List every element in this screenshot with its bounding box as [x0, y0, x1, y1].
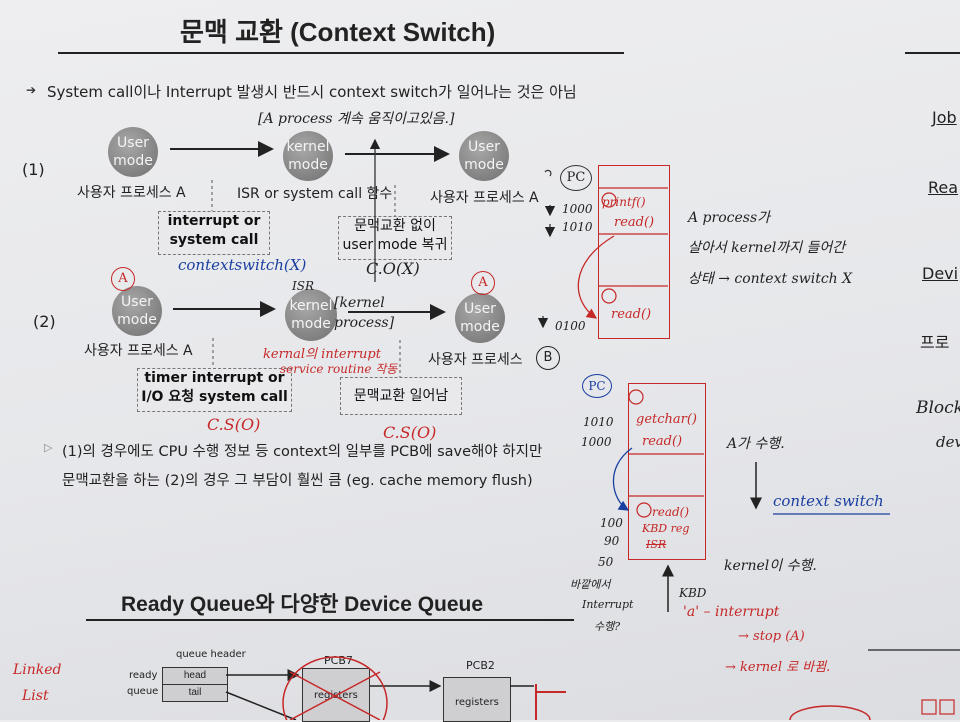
hw-stack2-kbd: KBD reg [642, 522, 690, 535]
hw-co-x: C.O(X) [366, 259, 420, 278]
hw-pc1-v3: 0100 [555, 319, 586, 333]
bullet-arrow: ➔ [26, 83, 37, 97]
hw-stack2-jump [612, 447, 633, 511]
hw-linked-1: Linked [13, 662, 62, 678]
case2-box-timer: timer interrupt or I/O 요청 system call [137, 368, 292, 412]
hw-a-note-2: 살아서 kernel까지 들어간 [688, 240, 846, 256]
case1-box-return: 문맥교환 없이 user mode 복귀 [338, 216, 452, 260]
right-title-underline [905, 52, 960, 54]
case1-kernel-mode: kernel mode [283, 131, 333, 181]
case2-kernel-mode: kernel mode [285, 289, 337, 341]
hw-a-note-1: A process가 [688, 210, 771, 226]
hw-side-2: Interrupt [582, 598, 634, 611]
hw-isr: ISR [292, 279, 314, 293]
hw-pc2-v5: 50 [598, 555, 614, 569]
hw-stack2-b-read: read() [652, 505, 690, 519]
hw-kbd-interrupt: 'a' – interrupt [683, 604, 780, 620]
queue-header-label: queue header [176, 649, 246, 660]
hw-kernel-process: [kernel process] [334, 295, 395, 331]
hw-side-1: 바깥에서 [570, 578, 611, 591]
hw-stack1 [598, 165, 670, 339]
pcb2-registers: registers [455, 697, 499, 708]
case2-label: (2) [33, 312, 56, 331]
pcb2-box [443, 677, 511, 722]
hw-stack2-read: read() [642, 434, 683, 449]
case1-caption-a: 사용자 프로세스 A [77, 185, 186, 201]
hw-stack2 [628, 383, 706, 560]
queue-queue-label: queue [127, 686, 159, 697]
case2-caption-c: 사용자 프로세스 [428, 352, 523, 368]
hw-kernel-running: kernel이 수행. [724, 558, 817, 574]
right-item-devi: Devi [922, 264, 959, 283]
hw-side-3: 수행? [594, 620, 621, 633]
hw-pc2-v3: 100 [600, 516, 623, 530]
hw-kernel-run: → kernel 로 바뀜. [725, 660, 831, 675]
right-item-pro: 프로 [920, 333, 950, 352]
hw-cs-o-1: C.S(O) [207, 415, 261, 434]
hw-stack1-read: read() [614, 215, 655, 230]
title-underline [58, 52, 624, 54]
right-item-job: Job [932, 108, 957, 127]
hw-top-note: [A process 계속 움직이고있음.] [258, 111, 455, 127]
hw-linked-2: List [22, 688, 49, 704]
hw-pc1-v1: 1000 [562, 202, 593, 216]
hw-cs-arrow: context switch [773, 492, 884, 510]
section2-title: Ready Queue와 다양한 Device Queue [121, 593, 484, 616]
case2-user-mode-a: User mode [112, 286, 162, 336]
section2-underline [86, 619, 574, 621]
hw-kernal-note-1: kernal의 interrupt [263, 347, 381, 362]
hw-a-note-3: 상태 → context switch X [688, 271, 853, 287]
case2-box-switch: 문맥교환 일어남 [340, 377, 462, 415]
hw-pc-1: PC [560, 165, 592, 191]
case1-caption-b: ISR or system call 함수 [237, 186, 393, 202]
hw-pc1-v2: 1010 [562, 220, 593, 234]
hw-pc2-v1: 1010 [583, 415, 614, 429]
hw-stack2-top: getchar() [636, 412, 698, 427]
hw-circle-a-1: A [111, 267, 135, 291]
hw-kernal-note-2: service routine 작동 [280, 362, 398, 376]
hw-stack1-jump [577, 235, 615, 319]
case2-caption-a: 사용자 프로세스 A [84, 343, 193, 359]
right-item-block: Block [916, 398, 960, 418]
hw-circle-a-2: A [471, 271, 495, 295]
case1-user-mode-a: User mode [108, 127, 158, 177]
hw-pc-2: PC [582, 374, 612, 398]
hw-cs-x-1: contextswitch(X) [178, 256, 307, 274]
hw-a-running: A가 수행. [727, 436, 785, 452]
case1-label: (1) [22, 160, 45, 179]
case2-user-mode-c: User mode [455, 293, 505, 343]
hw-pcb7-circle [282, 656, 388, 720]
right-item-rea: Rea [928, 178, 959, 197]
note-marker: ▷ [44, 441, 53, 454]
hw-stack1-b-read: read() [611, 307, 652, 322]
pcb2-label: PCB2 [466, 659, 495, 672]
slide-title: 문맥 교환 (Context Switch) [180, 17, 496, 47]
hw-cs-o-2: C.S(O) [383, 423, 437, 442]
hw-stack2-isr: ISR [646, 538, 667, 551]
case1-caption-c: 사용자 프로세스 A [430, 190, 539, 206]
note-line-2: 문맥교환을 하는 (2)의 경우 그 부담이 훨씬 큼 (eg. cache m… [62, 473, 533, 489]
case1-user-mode-c: User mode [459, 131, 509, 181]
queue-ready-label: ready [129, 670, 158, 681]
hw-pc2-v2: 1000 [581, 435, 612, 449]
hw-kbd: KBD [679, 586, 707, 600]
right-item-dev: dev [936, 433, 960, 451]
hw-stop-a: → stop (A) [738, 629, 805, 644]
case2-badge-b: B [536, 346, 560, 370]
note-line-1: (1)의 경우에도 CPU 수행 정보 등 context의 일부를 PCB에 … [62, 444, 543, 460]
hw-pc2-v4: 90 [604, 534, 620, 548]
bullet-text: System call이나 Interrupt 발생시 반드시 context … [47, 83, 577, 101]
case1-box-interrupt: interrupt or system call [158, 211, 270, 255]
